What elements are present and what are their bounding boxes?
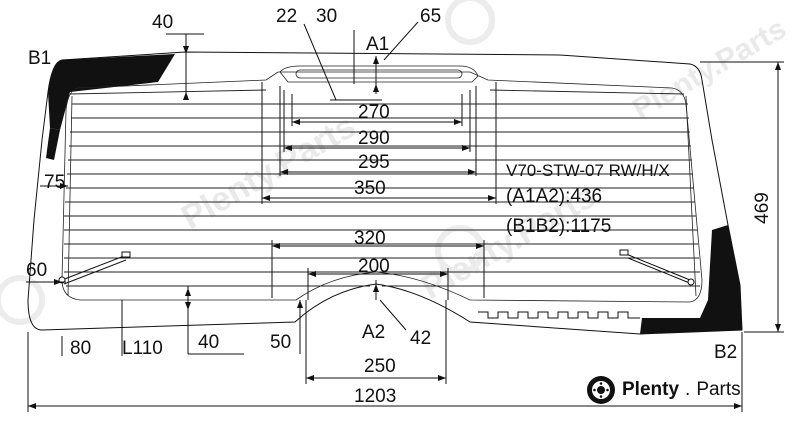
label-b1: B1 <box>28 48 51 69</box>
brake-light-inner <box>295 69 463 79</box>
svg-text:Plenty.Parts: Plenty.Parts <box>627 12 792 126</box>
dim-top-30: 30 <box>316 6 337 27</box>
dim-60: 60 <box>26 260 47 281</box>
label-a2: A2 <box>362 322 385 343</box>
dim-top-65: 65 <box>420 6 441 27</box>
dim-bottom-l110: L110 <box>122 338 163 359</box>
brand-name: Plenty <box>622 379 680 400</box>
brand-tld: Parts <box>696 379 741 400</box>
bus-bar-left <box>67 95 73 297</box>
gear-brake-disc-icon <box>587 376 615 404</box>
dim-295: 295 <box>358 152 390 173</box>
dim-200: 200 <box>358 256 390 277</box>
label-a1: A1 <box>366 34 389 55</box>
b1b2-length: (B1B2):1175 <box>506 216 611 237</box>
brand-logo-block: Plenty.Parts <box>586 373 786 407</box>
label-b2: B2 <box>714 342 737 363</box>
dim-bottom-40: 40 <box>198 332 219 353</box>
ceramic-band-b1 <box>48 54 175 130</box>
arrowheads <box>28 46 781 409</box>
bus-bar-right <box>685 95 697 297</box>
dim-320: 320 <box>354 228 386 249</box>
dim-top-22: 22 <box>276 6 297 27</box>
glass-outline <box>27 51 743 335</box>
model-code: V70-STW-07 RW/H/X <box>506 161 670 180</box>
ceramic-band-left <box>46 128 60 160</box>
a1a2-length: (A1A2):436 <box>506 186 602 207</box>
dim-bottom-80: 80 <box>70 338 91 359</box>
terminal-right <box>619 249 695 286</box>
dim-top-40: 40 <box>152 12 173 33</box>
dim-290: 290 <box>358 128 390 149</box>
heating-lines <box>64 89 700 287</box>
dim-350: 350 <box>354 178 386 199</box>
dim-75: 75 <box>44 172 65 193</box>
dim-250: 250 <box>364 356 396 377</box>
dim-1203: 1203 <box>354 386 396 407</box>
terminal-left <box>58 251 131 285</box>
brand-dot: . <box>685 379 691 400</box>
dim-bottom-42: 42 <box>410 328 431 349</box>
dim-bottom-50: 50 <box>270 332 291 353</box>
dim-469: 469 <box>752 192 773 224</box>
dim-270: 270 <box>358 102 390 123</box>
brake-light-area <box>279 65 479 83</box>
bottom-tabs <box>478 311 640 319</box>
ceramic-band-b2 <box>640 225 742 334</box>
